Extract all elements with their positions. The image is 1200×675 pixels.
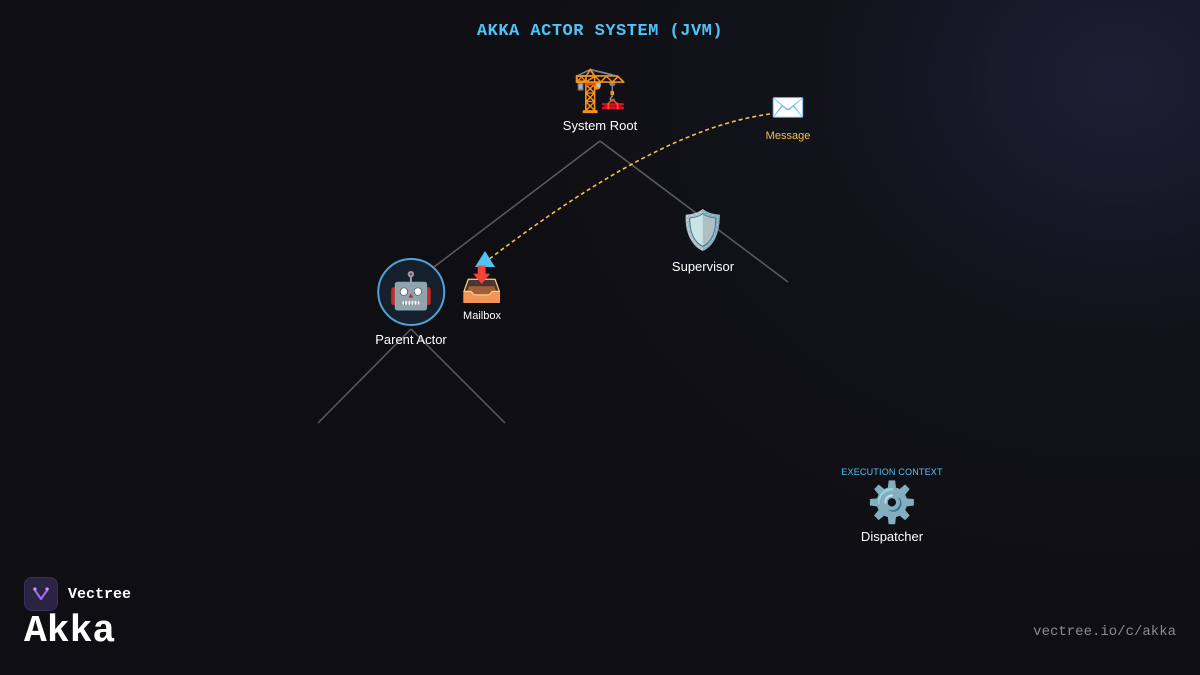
gear-icon: ⚙️ — [867, 480, 917, 526]
course-title: Akka — [24, 610, 116, 653]
course-url[interactable]: vectree.io/c/akka — [1033, 624, 1176, 640]
envelope-icon: ✉️ — [770, 91, 806, 124]
node-dispatcher: EXECUTION CONTEXT ⚙️ Dispatcher — [841, 467, 942, 544]
shield-icon: 🛡️ — [679, 208, 727, 252]
link-root-to-parent — [429, 140, 601, 271]
node-supervisor: 🛡️ Supervisor — [672, 211, 734, 274]
node-mailbox: 📥 Mailbox — [461, 268, 503, 322]
parent-actor-ring: 🤖 — [376, 258, 445, 326]
robot-icon: 🤖 — [388, 271, 434, 312]
diagram-title: AKKA ACTOR SYSTEM (JVM) — [476, 22, 724, 41]
execution-context-label: EXECUTION CONTEXT — [841, 467, 943, 477]
message-label: Message — [765, 130, 811, 142]
link-parent-to-child-right — [410, 328, 506, 424]
system-root-label: System Root — [562, 118, 638, 133]
node-parent-actor: 🤖 Parent Actor — [375, 258, 447, 347]
vectree-logo-icon — [24, 577, 58, 611]
parent-actor-label: Parent Actor — [375, 332, 447, 347]
node-message: ✉️ Message — [765, 91, 811, 143]
logo-mark — [33, 587, 49, 600]
brand-block: Vectree — [24, 577, 131, 611]
mailbox-label: Mailbox — [463, 310, 501, 322]
inbox-tray-icon: 📥 — [460, 265, 504, 305]
construction-crane-icon: 🏗️ — [572, 64, 628, 115]
brand-name: Vectree — [68, 585, 132, 603]
message-path — [487, 113, 771, 261]
mailbox-in-arrow-icon — [475, 251, 495, 267]
dispatcher-label: Dispatcher — [860, 529, 924, 544]
supervisor-label: Supervisor — [671, 259, 735, 274]
link-parent-to-child-left — [317, 328, 412, 424]
node-system-root: 🏗️ System Root — [562, 64, 638, 134]
